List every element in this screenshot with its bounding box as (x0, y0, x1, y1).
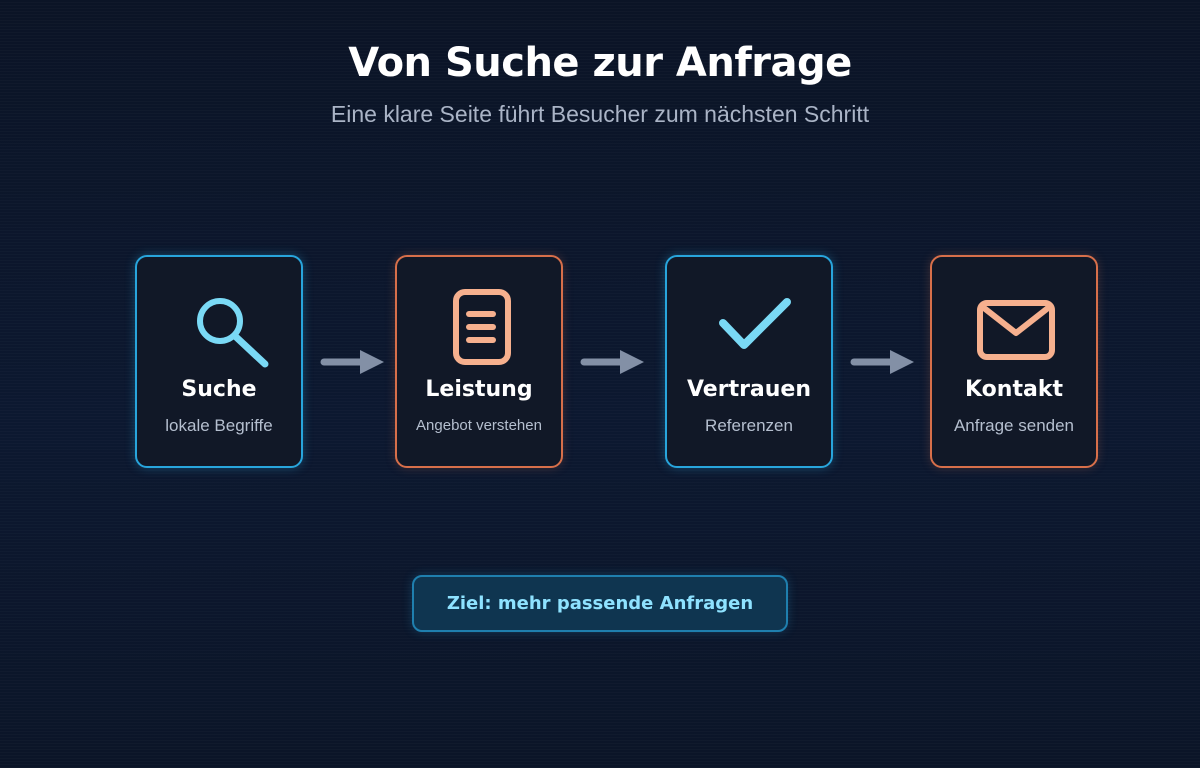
document-icon (397, 257, 565, 377)
step-subtitle: Referenzen (705, 416, 793, 435)
step-title: Suche (181, 377, 257, 402)
step-card-leistung: Leistung Angebot verstehen (395, 255, 563, 468)
step-card-vertrauen: Vertrauen Referenzen (665, 255, 833, 468)
step-subtitle: lokale Begriffe (165, 416, 273, 435)
mail-icon (932, 257, 1100, 377)
checkmark-icon (667, 257, 835, 377)
goal-badge: Ziel: mehr passende Anfragen (412, 575, 788, 632)
step-subtitle: Angebot verstehen (416, 417, 542, 434)
arrow-right-icon (320, 350, 384, 374)
page-subtitle: Eine klare Seite führt Besucher zum näch… (330, 101, 870, 127)
step-title: Kontakt (965, 377, 1063, 402)
step-card-suche: Suche lokale Begriffe (135, 255, 303, 468)
search-icon (137, 257, 305, 377)
step-title: Leistung (425, 377, 533, 402)
step-card-kontakt: Kontakt Anfrage senden (930, 255, 1098, 468)
step-title: Vertrauen (686, 377, 812, 402)
page-title: Von Suche zur Anfrage (348, 40, 852, 86)
step-subtitle: Anfrage senden (953, 416, 1075, 435)
arrow-right-icon (580, 350, 644, 374)
arrow-right-icon (850, 350, 914, 374)
